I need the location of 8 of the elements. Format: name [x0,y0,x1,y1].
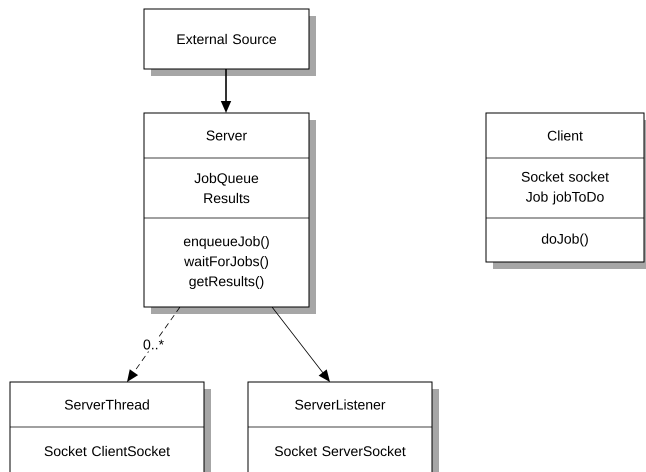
class-box: Client Socket socket Job jobToDo doJob() [486,112,646,269]
class-box: External Source [144,8,316,76]
class-box: ServerListener Socket ServerSocket [248,382,439,472]
arrow [127,306,180,382]
arrow [272,306,330,382]
edge-label: 0..* [144,340,164,350]
class-box: Server JobQueue Results enqueueJob() waitForJobs() getResults() [144,112,316,314]
class-box: ServerThread Socket ClientSocket [10,382,211,472]
